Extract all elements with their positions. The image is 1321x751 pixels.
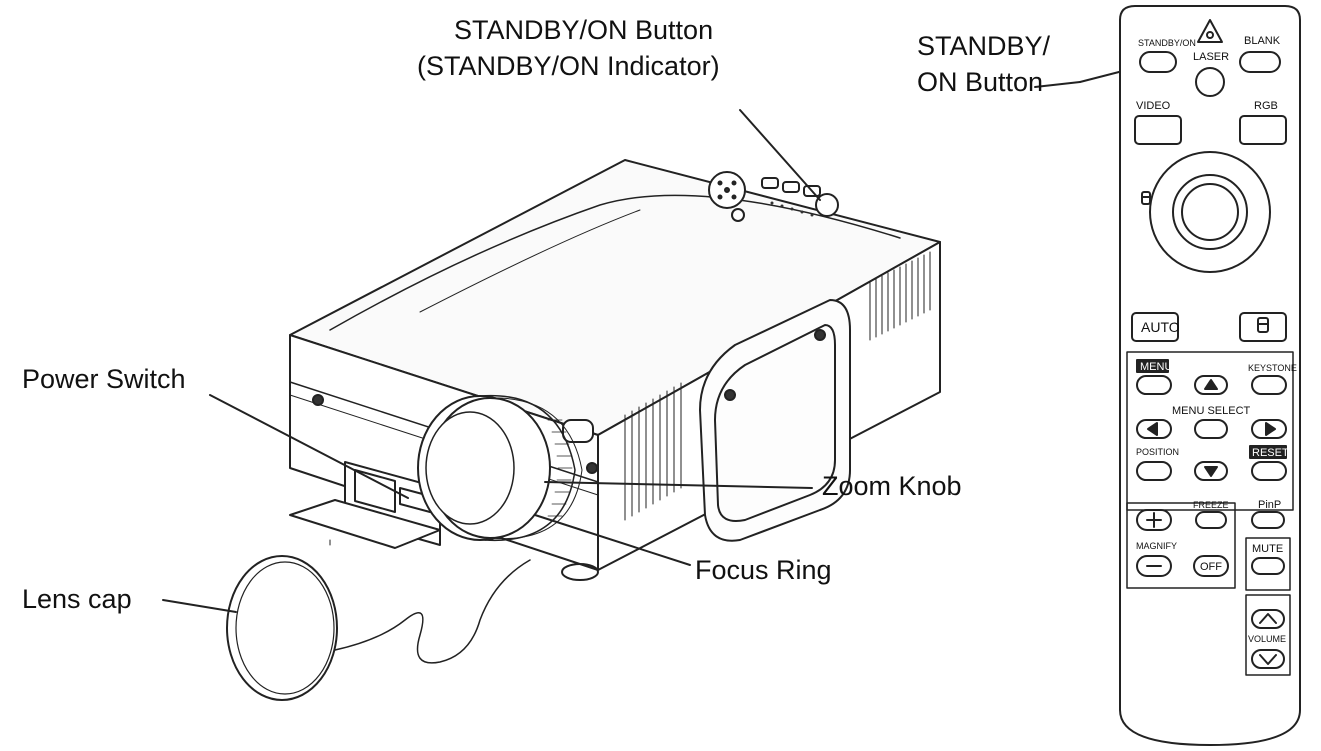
remote-label-off: OFF bbox=[1200, 561, 1222, 573]
remote-label-standby: STANDBY/ON bbox=[1138, 38, 1196, 48]
remote-rgb-button bbox=[1239, 115, 1287, 145]
callout-power-switch: Power Switch bbox=[22, 364, 186, 394]
remote-standby-button bbox=[1139, 51, 1177, 73]
remote-blank-button bbox=[1239, 51, 1281, 73]
remote-label-position: POSITION bbox=[1136, 447, 1179, 457]
standby-on-button-shape bbox=[815, 193, 839, 217]
remote-labels: STANDBY/ON LASER BLANK VIDEO RGB AUTO ME… bbox=[1136, 35, 1297, 644]
remote-label-reset: RESET bbox=[1252, 447, 1289, 459]
remote-label-rgb: RGB bbox=[1254, 100, 1278, 112]
remote-label-laser: LASER bbox=[1193, 51, 1229, 63]
callout-standby-on-button: STANDBY/ON Button bbox=[454, 15, 714, 45]
remote-label-blank: BLANK bbox=[1244, 35, 1281, 47]
callout-standby-on-indicator: (STANDBY/ON Indicator) bbox=[417, 51, 720, 81]
callout-remote-standby-line2: ON Button bbox=[917, 67, 1044, 97]
callout-focus-ring: Focus Ring bbox=[695, 555, 832, 585]
remote-label-menu-select: MENU SELECT bbox=[1172, 405, 1251, 417]
remote-label-menu: MENU bbox=[1140, 361, 1172, 373]
lens-cap bbox=[226, 539, 531, 701]
remote-label-keystone: KEYSTONE bbox=[1248, 363, 1297, 373]
remote-label-video: VIDEO bbox=[1136, 100, 1171, 112]
lens-assembly bbox=[417, 394, 583, 542]
remote-label-pinp: PinP bbox=[1258, 499, 1281, 511]
leader-lines bbox=[162, 63, 1151, 613]
remote-label-magnify: MAGNIFY bbox=[1136, 541, 1177, 551]
remote-label-volume: VOLUME bbox=[1248, 634, 1286, 644]
remote-auto-button bbox=[1131, 312, 1179, 342]
remote-video-button bbox=[1134, 115, 1182, 145]
callout-lens-cap: Lens cap bbox=[22, 584, 132, 614]
remote-control bbox=[1119, 5, 1301, 746]
projector-body bbox=[289, 159, 941, 581]
remote-laser-button bbox=[1195, 67, 1225, 97]
remote-label-auto: AUTO bbox=[1141, 319, 1180, 335]
remote-label-freeze: FREEZE bbox=[1193, 500, 1229, 510]
callout-remote-standby-line1: STANDBY/ bbox=[917, 31, 1051, 61]
callout-zoom-knob: Zoom Knob bbox=[822, 471, 962, 501]
remote-label-mute: MUTE bbox=[1252, 543, 1283, 555]
